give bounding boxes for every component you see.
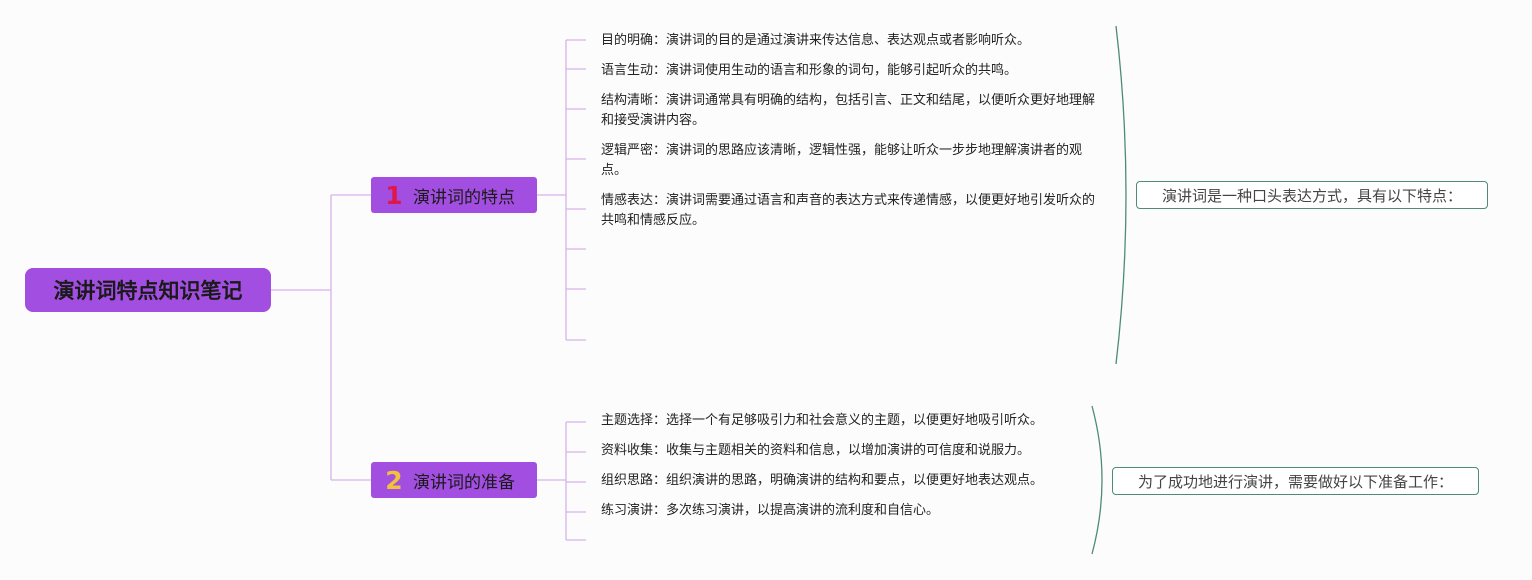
- summary-text: 演讲词是一种口头表达方式，具有以下特点：: [1161, 186, 1462, 205]
- leaf-node[interactable]: 目的明确：演讲词的目的是通过演讲来传达信息、表达观点或者影响听众。: [601, 33, 1031, 48]
- branch-number-1: 1: [385, 180, 403, 210]
- leaf-node[interactable]: 情感表达：演讲词需要通过语言和声音的表达方式来传递情感，以便更好地引发听众的共鸣…: [601, 193, 1096, 228]
- branch-label: 演讲词的特点: [413, 187, 515, 208]
- leaf-node[interactable]: 语言生动：演讲词使用生动的语言和形象的词句，能够引起听众的共鸣。: [601, 63, 1018, 78]
- branch-node-features[interactable]: 1 演讲词的特点: [371, 177, 537, 213]
- summary-brace-1: [1115, 25, 1127, 365]
- summary-node-features[interactable]: 演讲词是一种口头表达方式，具有以下特点：: [1136, 181, 1488, 209]
- branch-number-2: 2: [385, 465, 403, 495]
- leaf-node[interactable]: 组织思路：组织演讲的思路，明确演讲的结构和要点，以便更好地表达观点。: [601, 473, 1044, 488]
- summary-brace-2: [1091, 405, 1103, 555]
- branch-label: 演讲词的准备: [413, 472, 515, 493]
- root-node[interactable]: 演讲词特点知识笔记: [25, 268, 271, 312]
- leaf-node[interactable]: 逻辑严密：演讲词的思路应该清晰，逻辑性强，能够让听众一步步地理解演讲者的观点。: [601, 143, 1083, 178]
- branch-node-preparation[interactable]: 2 演讲词的准备: [371, 462, 537, 498]
- root-title: 演讲词特点知识笔记: [53, 279, 243, 303]
- leaf-node[interactable]: 结构清晰：演讲词通常具有明确的结构，包括引言、正文和结尾，以便听众更好地理解和接…: [601, 93, 1096, 128]
- summary-node-preparation[interactable]: 为了成功地进行演讲，需要做好以下准备工作：: [1112, 467, 1479, 495]
- leaf-node[interactable]: 资料收集：收集与主题相关的资料和信息，以增加演讲的可信度和说服力。: [601, 443, 1031, 458]
- summary-text: 为了成功地进行演讲，需要做好以下准备工作：: [1137, 472, 1453, 491]
- leaf-node[interactable]: 主题选择：选择一个有足够吸引力和社会意义的主题，以便更好地吸引听众。: [601, 413, 1044, 428]
- leaf-node[interactable]: 练习演讲：多次练习演讲，以提高演讲的流利度和自信心。: [601, 503, 940, 518]
